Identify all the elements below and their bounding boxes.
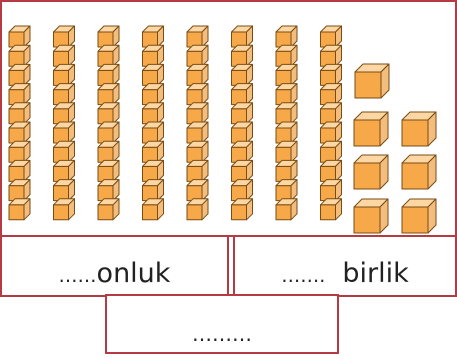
- base-ten-blocks-drawing: [8, 25, 437, 234]
- tens-word: onluk: [96, 258, 171, 289]
- number-answer-box: ………: [105, 294, 339, 354]
- tens-rod: [320, 25, 342, 221]
- ones-cube: [401, 154, 437, 190]
- ones-cube: [353, 111, 389, 147]
- ones-cube: [353, 198, 389, 234]
- ones-cube: [401, 111, 437, 147]
- tens-rod: [142, 25, 164, 221]
- tens-label: ……onluk: [2, 260, 227, 287]
- ones-cube: [354, 63, 390, 99]
- tens-rod: [53, 25, 75, 221]
- tens-rod: [8, 25, 31, 221]
- tens-rod: [275, 25, 298, 221]
- ones-word: birlik: [342, 258, 409, 289]
- ones-answer-box: ……. birlik: [233, 235, 457, 297]
- tens-rod: [231, 25, 253, 221]
- tens-rod: [186, 25, 209, 221]
- tens-blank: ……: [58, 265, 97, 287]
- ones-cube: [401, 198, 437, 234]
- ones-cube: [353, 154, 389, 190]
- tens-answer-box: ……onluk: [0, 235, 229, 297]
- ones-label: ……. birlik: [235, 260, 455, 287]
- ones-blank: …….: [281, 265, 326, 287]
- base-ten-blocks-panel: [0, 0, 457, 237]
- number-blank: ………: [192, 322, 252, 346]
- tens-rod: [97, 25, 120, 221]
